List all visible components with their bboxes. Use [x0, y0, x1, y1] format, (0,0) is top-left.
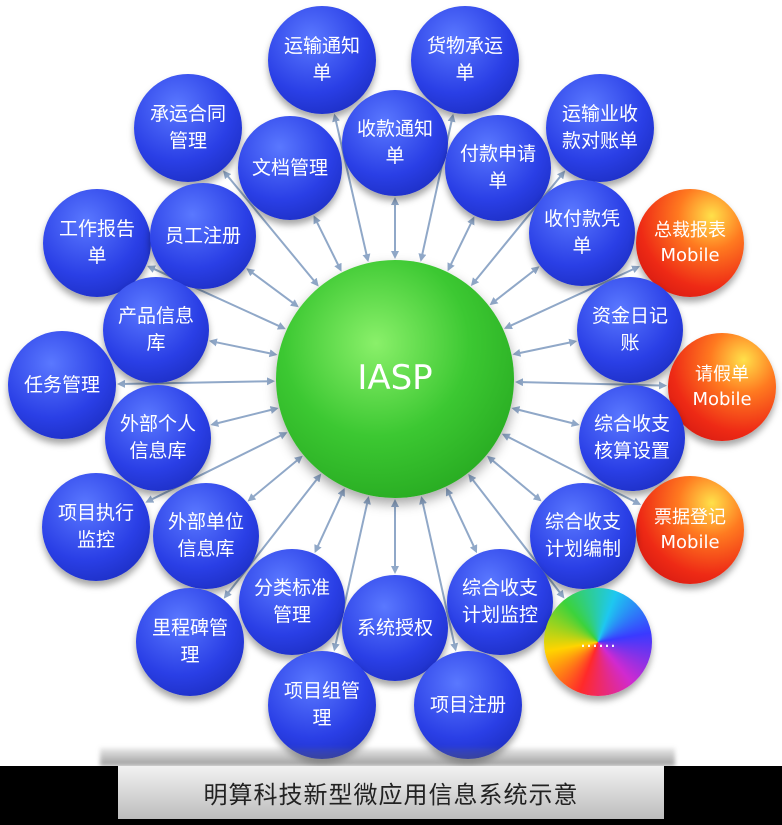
iasp-hub: IASP — [276, 260, 514, 498]
node-label: 运输通知 单 — [283, 35, 360, 84]
connector-renwu-guanli — [117, 377, 275, 388]
node-label: 外部个人 信息库 — [119, 413, 196, 462]
connector-xiangmu-zhuce — [419, 496, 459, 652]
connector-arrows — [117, 113, 667, 652]
node-lichengbei: 里程碑管 理 — [136, 588, 244, 696]
connector-zonghe-jiankong — [445, 487, 478, 554]
connector-lichengbei — [223, 473, 322, 599]
node-label: 系统授权 — [356, 616, 433, 639]
node-zonghe-jiankong: 综合收支 计划监控 — [447, 549, 553, 655]
node-xiangmu-zhixing: 项目执行 监控 — [42, 473, 150, 581]
connector-chanpin-xinxiku — [208, 338, 278, 358]
connector-more — [468, 474, 565, 599]
connector-xiangmu-zhixing — [145, 432, 288, 503]
node-label: 任务管理 — [23, 373, 100, 396]
node-label: 项目组管 理 — [283, 680, 360, 729]
node-piaoju-dengji: 票据登记 Mobile — [636, 476, 744, 584]
connector-fenlei-biaozhun — [314, 487, 345, 554]
node-label: 综合收支 计划监控 — [461, 577, 538, 626]
node-label: 产品信息 库 — [117, 305, 194, 354]
hub-label: IASP — [357, 358, 433, 399]
node-label: 项目注册 — [429, 693, 506, 716]
node-label: 员工注册 — [164, 224, 241, 247]
node-xitong-shouquan: 系统授权 — [342, 575, 448, 681]
node-zongcai-baobiao: 总裁报表 Mobile — [636, 189, 744, 297]
node-label: 总裁报表 Mobile — [654, 219, 726, 266]
caption: 明算科技新型微应用信息系统示意 — [118, 766, 664, 819]
connector-zonghe-hesuan — [511, 406, 580, 427]
connector-wendang-guanli — [313, 215, 342, 272]
node-fukuan-shenqingdan: 付款申请 单 — [445, 115, 551, 221]
node-zijin-rijizhang: 资金日记 账 — [577, 277, 683, 383]
node-wendang-guanli: 文档管理 — [238, 116, 342, 220]
connector-zonghe-bianzhi — [487, 455, 542, 502]
node-yunshu-tongzhidan: 运输通知 单 — [268, 6, 376, 114]
node-label: 资金日记 账 — [591, 305, 668, 354]
base-shadow — [100, 748, 675, 766]
node-label: 文档管理 — [251, 156, 328, 179]
connector-yunshu-tongzhidan — [332, 113, 371, 263]
connector-waibu-danwei — [247, 455, 303, 502]
node-gongzuo-baogaodan: 工作报告 单 — [43, 189, 151, 297]
node-label: 请假单 Mobile — [692, 363, 752, 410]
connector-chengyun-hetong — [223, 170, 319, 287]
node-chengyun-hetong: 承运合同 管理 — [134, 74, 242, 182]
node-label: …… — [580, 631, 616, 653]
node-huowu-chengyundan: 货物承运 单 — [411, 6, 519, 114]
connector-piaoju-dengji — [501, 433, 642, 505]
node-label: 运输业收 款对账单 — [561, 103, 638, 152]
node-shoukuan-tongzhidan: 收款通知 单 — [342, 90, 448, 196]
node-label: 外部单位 信息库 — [167, 511, 244, 560]
connector-shoufukuan-pingdan — [489, 266, 540, 306]
node-label: 综合收支 核算设置 — [593, 413, 670, 462]
connector-qingjiadan — [515, 378, 667, 390]
connector-zongcai-baobiao — [503, 265, 641, 330]
node-label: 付款申请 单 — [459, 143, 536, 192]
node-label: 分类标准 管理 — [253, 577, 330, 626]
node-waibu-danwei: 外部单位 信息库 — [153, 483, 259, 589]
node-label: 收款通知 单 — [356, 118, 433, 167]
node-label: 项目执行 监控 — [57, 502, 134, 551]
node-xiangmu-zhuce: 项目注册 — [414, 651, 522, 759]
node-label: 综合收支 计划编制 — [544, 511, 621, 560]
node-label: 收付款凭 单 — [543, 208, 620, 257]
node-shoufukuan-pingdan: 收付款凭 单 — [529, 180, 635, 286]
node-xiangmuzu-guanli: 项目组管 理 — [268, 651, 376, 759]
node-zonghe-hesuan: 综合收支 核算设置 — [579, 385, 685, 491]
connector-zijin-rijizhang — [512, 338, 578, 357]
node-label: 承运合同 管理 — [149, 103, 226, 152]
node-renwu-guanli: 任务管理 — [8, 331, 116, 439]
node-label: 货物承运 单 — [426, 35, 503, 84]
node-waibu-geren: 外部个人 信息库 — [105, 385, 211, 491]
node-zonghe-bianzhi: 综合收支 计划编制 — [530, 483, 636, 589]
node-label: 票据登记 Mobile — [654, 506, 726, 553]
node-chanpin-xinxiku: 产品信息 库 — [103, 277, 209, 383]
connector-waibu-geren — [210, 406, 279, 427]
system-diagram: 运输通知 单 货物承运 单承运合同 管理 收款通知 单 运输业收 款对账单文档管理 付款… — [8, 6, 776, 759]
node-qingjiadan: 请假单 Mobile — [668, 333, 776, 441]
connector-fukuan-shenqingdan — [447, 216, 475, 272]
node-label: 里程碑管 理 — [151, 617, 228, 666]
connector-yuangong-zhuce — [246, 268, 299, 308]
node-label: 工作报告 单 — [58, 218, 135, 267]
node-fenlei-biaozhun: 分类标准 管理 — [239, 549, 345, 655]
node-more: …… — [544, 588, 652, 696]
node-yunshu-duizhangdan: 运输业收 款对账单 — [546, 74, 654, 182]
node-yuangong-zhuce: 员工注册 — [150, 183, 256, 289]
